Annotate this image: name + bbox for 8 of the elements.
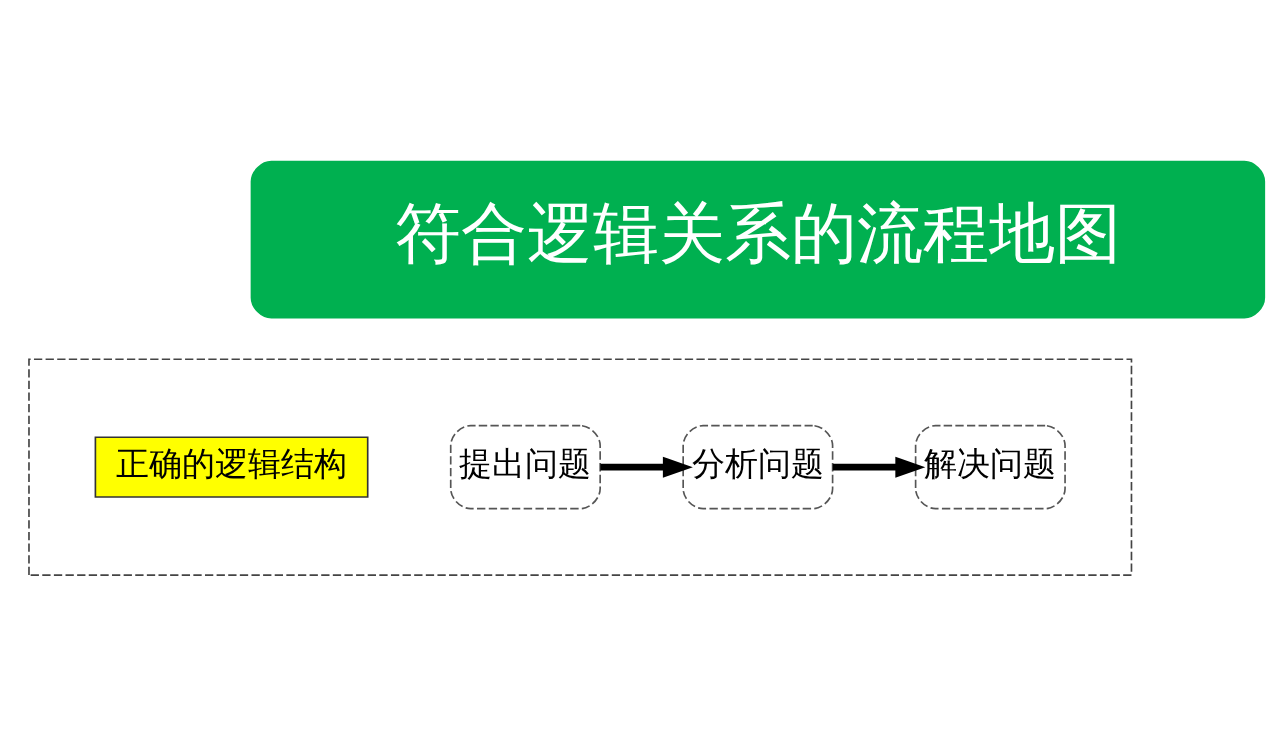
node-box: 正确的逻辑结构 [94, 436, 369, 498]
arrow [832, 456, 926, 478]
node-box: 分析问题 [682, 424, 834, 510]
node-box: 提出问题 [449, 424, 601, 510]
arrow [600, 456, 693, 478]
node-box: 解决问题 [914, 424, 1066, 510]
node-box: 符合逻辑关系的流程地图 [250, 160, 1266, 319]
cluster [28, 358, 1133, 576]
